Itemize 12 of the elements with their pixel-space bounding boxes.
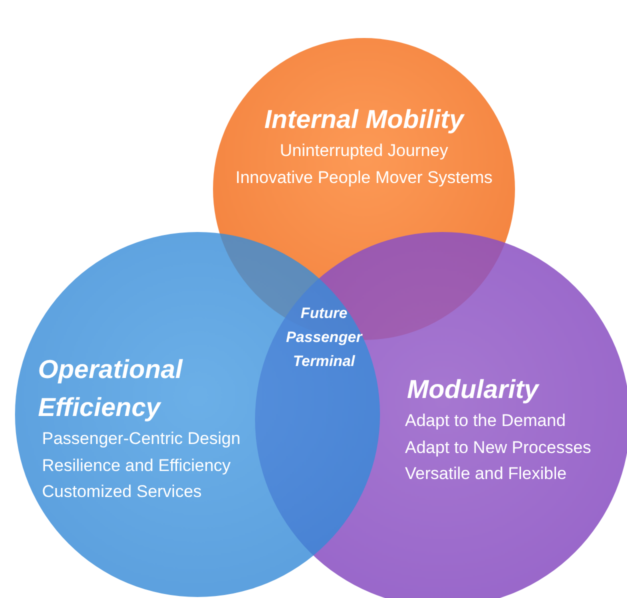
circle-item-text: Customized Services	[42, 481, 202, 503]
circle-heading: Internal Mobility	[263, 103, 466, 136]
circle-item-text: Innovative People Mover Systems	[235, 166, 492, 188]
center-label: Future Passenger Terminal	[285, 304, 364, 372]
circle-item-text: Adapt to the Demand	[405, 410, 566, 432]
circle-item-text: Resilience and Efficiency	[42, 454, 231, 476]
circle-item-text: Uninterrupted Journey	[280, 140, 448, 162]
circle-heading: Modularity	[407, 373, 540, 406]
circle-item-text: Passenger-Centric Design	[42, 428, 240, 450]
circle-item-text: Adapt to New Processes	[405, 436, 592, 458]
circle-item-text: Versatile and Flexible	[405, 463, 567, 485]
circle-heading: Operational Efficiency	[38, 353, 184, 424]
